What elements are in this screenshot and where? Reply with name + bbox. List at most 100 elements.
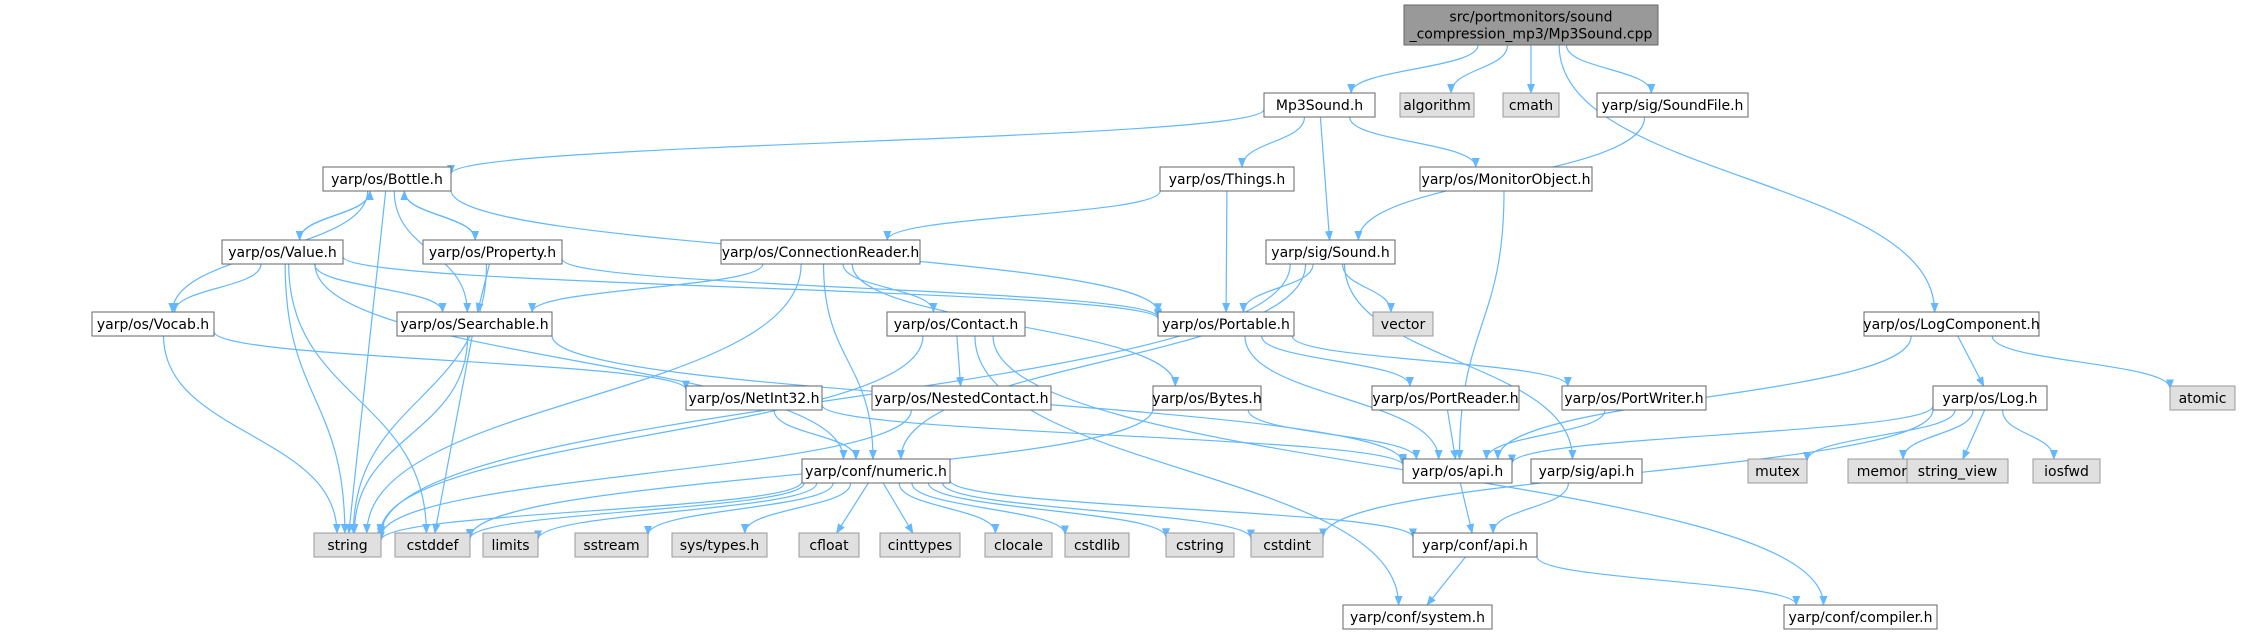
edge-root-to-mp3sound_h (1347, 44, 1479, 94)
node-label: yarp/conf/api.h (1422, 538, 1528, 554)
node-label: yarp/os/api.h (1412, 464, 1503, 480)
edge-log_h-to-mutex (1803, 409, 1956, 462)
node-label: yarp/sig/SoundFile.h (1602, 98, 1744, 114)
node-label: yarp/os/Bottle.h (331, 172, 443, 188)
node-label: sys/types.h (680, 538, 759, 554)
node-label: yarp/os/Contact.h (894, 317, 1019, 333)
edge-log_h-to-string_view (1962, 409, 1986, 460)
node-box (1342, 604, 1493, 630)
edge-connectionreader_h-to-numeric_h (822, 263, 877, 460)
node-netint32-h[interactable]: yarp/os/NetInt32.h (685, 385, 823, 411)
node-label: yarp/os/NetInt32.h (688, 391, 819, 407)
node-box (685, 385, 823, 411)
node-bottle-h[interactable]: yarp/os/Bottle.h (322, 166, 452, 192)
node-bytes-h[interactable]: yarp/os/Bytes.h (1152, 385, 1262, 411)
edge-contact_h-to-nestedcontact_h (955, 335, 964, 387)
node-box (1250, 532, 1324, 558)
node-system-h[interactable]: yarp/conf/system.h (1342, 604, 1493, 630)
node-connectionreader-h[interactable]: yarp/os/ConnectionReader.h (720, 239, 921, 265)
node-label: yarp/os/MonitorObject.h (1422, 172, 1591, 188)
node-label: yarp/os/Property.h (429, 245, 556, 261)
node-box (1530, 458, 1643, 484)
edge-connectionreader_h-to-string (362, 263, 802, 534)
node-label: iosfwd (2044, 464, 2089, 480)
node-cstdint: cstdint (1250, 532, 1324, 558)
node-portwriter-h[interactable]: yarp/os/PortWriter.h (1561, 385, 1707, 411)
node-box (879, 532, 961, 558)
node-algorithm: algorithm (1399, 92, 1475, 118)
edge-value_h-to-numeric_h (314, 263, 848, 460)
edge-nestedcontact_h-to-string (377, 409, 912, 538)
edge-mp3sound_h-to-monitorobject_h (1349, 116, 1480, 168)
node-box (1265, 239, 1396, 265)
node-box (313, 532, 382, 558)
node-label: yarp/conf/numeric.h (805, 464, 947, 480)
edge-searchable_h-to-cstddef (432, 335, 473, 534)
node-label: vector (1381, 317, 1426, 333)
node-conf-api-h[interactable]: yarp/conf/api.h (1412, 532, 1538, 558)
node-value-h[interactable]: yarp/os/Value.h (221, 239, 344, 265)
node-atomic: atomic (2169, 385, 2236, 411)
node-box (801, 458, 951, 484)
node-mp3sound-h[interactable]: Mp3Sound.h (1263, 92, 1376, 118)
node-label: cinttypes (888, 538, 953, 554)
edge-value_h-to-string (284, 263, 349, 534)
edge-value_h-to-searchable_h (313, 263, 447, 313)
node-box (1863, 311, 2040, 337)
node-things-h[interactable]: yarp/os/Things.h (1159, 166, 1295, 192)
edge-numeric_h-to-cstring (927, 482, 1170, 539)
node-monitorobject-h[interactable]: yarp/os/MonitorObject.h (1419, 166, 1593, 192)
node-soundfile-h[interactable]: yarp/sig/SoundFile.h (1596, 92, 1749, 118)
node-root[interactable]: src/portmonitors/sound_compression_mp3/M… (1403, 4, 1659, 46)
node-logcomponent-h[interactable]: yarp/os/LogComponent.h (1863, 311, 2040, 337)
edge-os_api_h-to-conf_api_h (1459, 482, 1474, 534)
edge-contact_h-to-system_h (974, 335, 1403, 606)
node-portable-h[interactable]: yarp/os/Portable.h (1157, 311, 1295, 337)
node-contact-h[interactable]: yarp/os/Contact.h (886, 311, 1026, 337)
node-label: cmath (1509, 98, 1553, 114)
node-searchable-h[interactable]: yarp/os/Searchable.h (396, 311, 553, 337)
edge-vocab_h-to-string (162, 335, 341, 534)
node-box (1159, 166, 1295, 192)
node-label: yarp/os/Vocab.h (97, 317, 209, 333)
node-vector: vector (1372, 311, 1434, 337)
node-box (574, 532, 649, 558)
edge-portable_h-to-os_api_h (1244, 335, 1443, 460)
node-log-h[interactable]: yarp/os/Log.h (1932, 385, 2048, 411)
edge-netint32_h-to-os_api_h (821, 404, 1407, 467)
node-sig-api-h[interactable]: yarp/sig/api.h (1530, 458, 1643, 484)
node-label: _compression_mp3/Mp3Sound.cpp (1409, 27, 1653, 43)
edge-log_h-to-os_api_h (1508, 405, 1934, 465)
edge-value_h-to-cstddef (288, 263, 431, 534)
node-property-h[interactable]: yarp/os/Property.h (422, 239, 563, 265)
node-clocale: clocale (984, 532, 1053, 558)
node-vocab-h[interactable]: yarp/os/Vocab.h (91, 311, 215, 337)
edge-mp3sound_h-to-bottle_h (447, 108, 1265, 175)
node-sound-h[interactable]: yarp/sig/Sound.h (1265, 239, 1396, 265)
node-label: limits (491, 538, 529, 554)
edge-log_h-to-iosfwd (2001, 409, 2058, 460)
node-nestedcontact-h[interactable]: yarp/os/NestedContact.h (871, 385, 1052, 411)
node-box (1932, 385, 2048, 411)
node-label: cstring (1176, 538, 1224, 554)
node-sys-types-h: sys/types.h (671, 532, 768, 558)
node-portreader-h[interactable]: yarp/os/PortReader.h (1371, 385, 1520, 411)
node-box (1152, 385, 1262, 411)
edge-bottle_h-to-string (345, 190, 387, 534)
node-box (322, 166, 452, 192)
node-label: yarp/sig/api.h (1539, 464, 1635, 480)
edge-sig_api_h-to-conf_api_h (1489, 482, 1570, 534)
node-compiler-h[interactable]: yarp/conf/compiler.h (1783, 604, 1938, 630)
edge-numeric_h-to-conf_api_h (949, 479, 1417, 539)
node-os-api-h[interactable]: yarp/os/api.h (1402, 458, 1513, 484)
node-string: string (313, 532, 382, 558)
edge-searchable_h-to-string (350, 335, 469, 534)
node-numeric-h[interactable]: yarp/conf/numeric.h (801, 458, 951, 484)
node-box (1165, 532, 1235, 558)
node-label: yarp/os/Value.h (228, 245, 337, 261)
edge-property_h-to-searchable_h (475, 263, 491, 313)
node-label: yarp/os/ConnectionReader.h (722, 245, 920, 261)
edge-logcomponent_h-to-log_h (1957, 335, 1985, 387)
node-cstddef: cstddef (394, 532, 471, 558)
node-label: yarp/os/PortReader.h (1372, 391, 1518, 407)
